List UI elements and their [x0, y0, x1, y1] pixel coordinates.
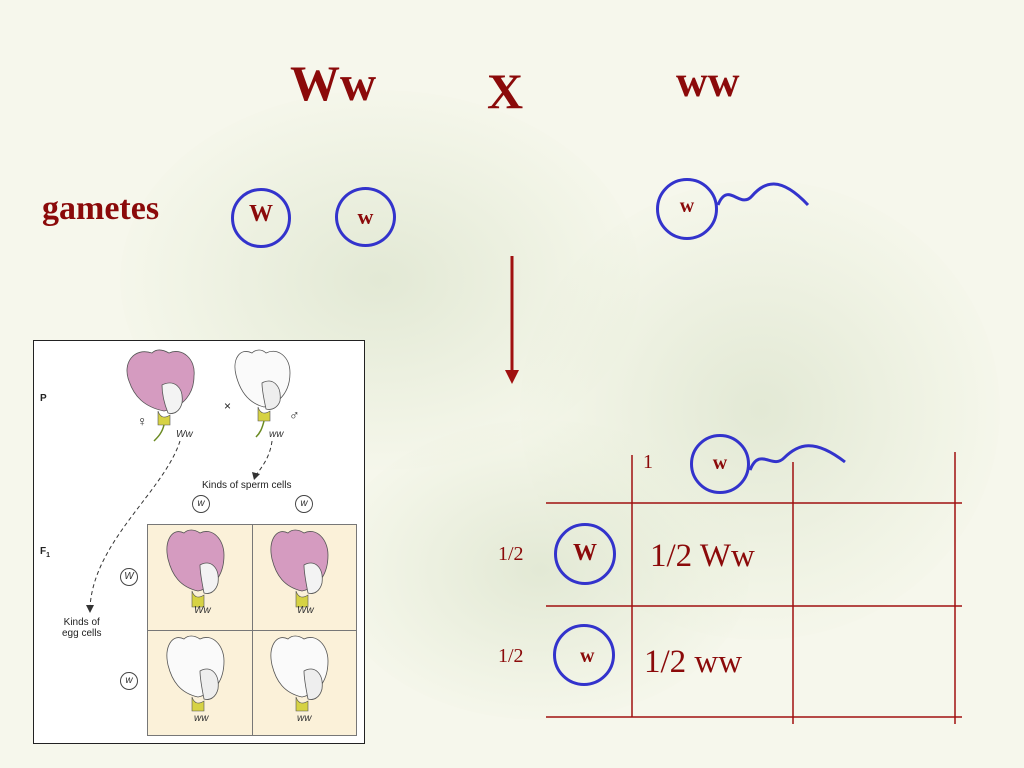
f1-genotype: Ww — [297, 605, 314, 616]
cross-symbol: X — [487, 63, 524, 119]
dashed-arrow-sperm — [255, 440, 273, 476]
grid-divider — [148, 630, 356, 631]
gamete-allele: w — [712, 452, 728, 474]
generation-f1-label: F1 — [40, 546, 50, 559]
sperm-tail — [748, 444, 846, 471]
gamete-allele: W — [573, 540, 597, 566]
f1-flower-pink — [166, 529, 225, 608]
dashed-arrow-egg-head — [86, 605, 94, 613]
f1-genotype: ww — [297, 713, 312, 724]
f1-genotype: Ww — [194, 605, 211, 616]
gamete-allele: w — [580, 645, 595, 667]
sperm-gamete-circle: w — [656, 178, 718, 240]
gametes-label: gametes — [42, 190, 160, 227]
row2-fraction: 1/2 — [498, 645, 524, 667]
background-texture — [330, 420, 750, 720]
row2-gamete-circle: w — [553, 624, 615, 686]
gamete-allele: w — [679, 195, 695, 217]
male-fraction: 1 — [643, 451, 653, 473]
male-symbol: ♂ — [289, 407, 300, 423]
punnett-sperm-circle: w — [690, 434, 750, 494]
female-symbol: ♀ — [137, 413, 148, 429]
row1-fraction: 1/2 — [498, 543, 524, 565]
egg-gamete-small: w — [120, 672, 138, 690]
gamete-circle-w: w — [335, 187, 396, 247]
f1-subscript: 1 — [46, 552, 51, 559]
egg-caption-line: egg cells — [62, 628, 102, 639]
dashed-arrow-sperm-head — [252, 472, 260, 480]
figure-drawings — [86, 349, 329, 712]
egg-gamete-small: W — [120, 568, 138, 586]
flower-white-parent — [234, 349, 291, 438]
generation-p-label: P — [40, 393, 47, 404]
offspring-cell-Ww: 1/2 Ww — [650, 538, 755, 574]
f1-letter: F — [40, 546, 47, 557]
sperm-tail — [716, 182, 810, 207]
parent1-genotype: Ww — [290, 55, 377, 111]
f1-genotype: ww — [194, 713, 209, 724]
egg-caption-line: Kinds of — [63, 617, 100, 628]
parent-male-genotype: ww — [269, 429, 284, 440]
egg-caption: Kinds of egg cells — [62, 617, 101, 639]
offspring-cell-ww: 1/2 ww — [644, 644, 743, 680]
f1-flower-white — [166, 635, 225, 712]
parent-female-genotype: Ww — [176, 429, 193, 440]
sperm-gamete-small: w — [295, 495, 313, 513]
parent2-genotype: ww — [676, 57, 740, 106]
flower-pink-parent — [126, 349, 195, 442]
cross-symbol-small: × — [224, 399, 232, 413]
dashed-arrow-egg — [89, 440, 181, 608]
gamete-circle-W: W — [231, 188, 291, 248]
row1-gamete-circle: W — [554, 523, 616, 585]
f1-flower-white — [270, 635, 329, 712]
textbook-figure: P F1 ♀ × ♂ Ww ww Kinds of sperm cells Ki… — [33, 340, 365, 744]
sperm-gamete-small: w — [192, 495, 210, 513]
f1-flower-pink — [270, 529, 329, 608]
down-arrow-head — [505, 370, 519, 384]
sperm-caption: Kinds of sperm cells — [202, 480, 292, 491]
gamete-allele: W — [249, 201, 273, 227]
gamete-allele: w — [357, 204, 374, 229]
